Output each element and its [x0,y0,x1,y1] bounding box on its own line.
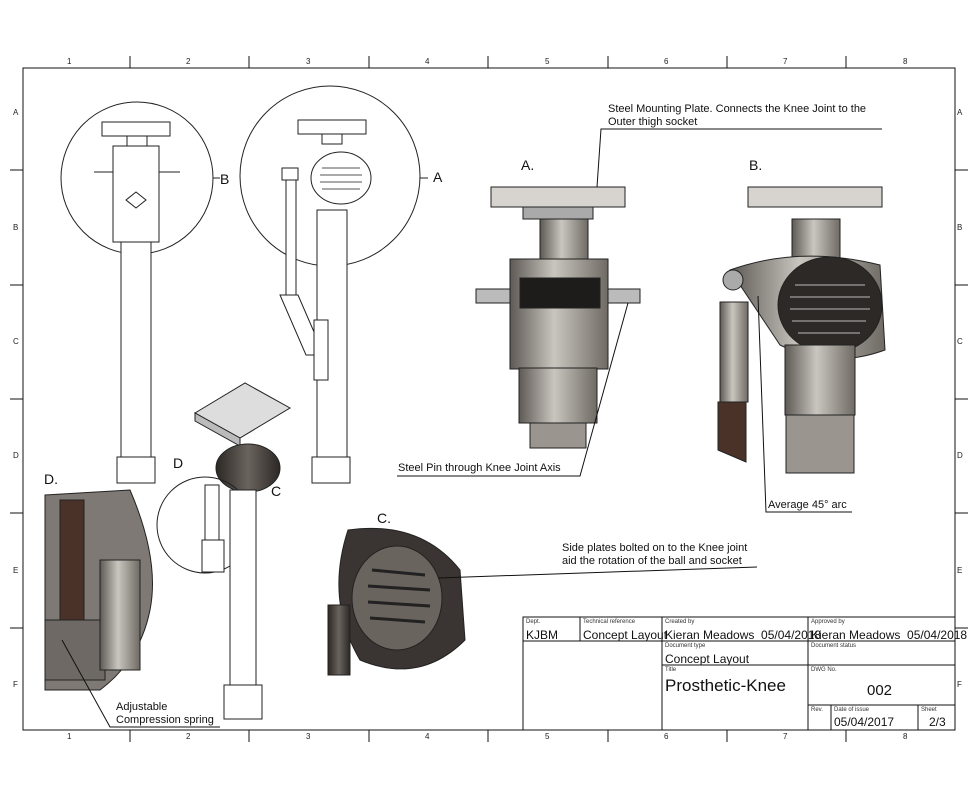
row-label: B [13,223,19,232]
approved-caption: Approved by [811,619,845,625]
column-label: 1 [67,57,72,66]
row-label: E [957,566,963,575]
callout-c: C [271,483,282,499]
column-label: 4 [425,732,430,741]
row-label: B [957,223,963,232]
column-label: 8 [903,57,908,66]
title-value: Prosthetic-Knee [665,676,786,695]
row-label: A [13,108,19,117]
callout-a: A [433,169,443,185]
column-label: 2 [186,57,191,66]
dwg-caption: DWG No. [811,667,837,673]
date-caption: Date of issue [834,707,870,713]
approved-value: Kieran Meadows 05/04/2018 [811,628,968,642]
row-label: C [957,337,963,346]
steel-pin-note: Steel Pin through Knee Joint Axis [398,462,561,474]
leader-lines [61,128,882,728]
created-caption: Created by [665,619,695,625]
side-view [239,85,428,484]
created-value: Kieran Meadows 05/04/2018 [665,628,822,642]
mounting-plate-note-2: Outer thigh socket [608,116,698,128]
sheet-value: 2/3 [929,715,946,729]
side-plates-note: Side plates bolted on to the Knee joint [562,542,748,554]
column-label: 7 [783,732,788,741]
mounting-plate-note: Steel Mounting Plate. Connects the Knee … [608,103,867,115]
detail-b-label: B. [749,157,763,173]
row-label: C [13,337,19,346]
title-block-frame [522,616,956,731]
column-label: 4 [425,57,430,66]
spring-note-2: Compression spring [116,714,214,726]
row-label: A [957,108,963,117]
row-label: E [13,566,19,575]
detail-c-label: C. [377,510,391,526]
techref-value: Concept Layout [583,628,668,642]
rev-caption: Rev. [811,707,823,713]
row-label: D [13,451,19,460]
column-label: 6 [664,57,669,66]
isometric-view [156,382,291,720]
row-label: F [957,680,962,689]
column-label: 5 [545,57,550,66]
column-label: 1 [67,732,72,741]
front-view [60,101,220,484]
column-label: 8 [903,732,908,741]
detail-a-label: A. [521,157,535,173]
spring-note: Adjustable [116,701,168,713]
arc-note: Average 45° arc [768,499,847,511]
detail-c-render [327,527,466,676]
title-caption: Title [665,667,677,673]
callout-d: D [173,455,184,471]
detail-a-render [475,186,641,449]
dept-caption: Dept. [526,619,541,625]
column-label: 5 [545,732,550,741]
docstatus-caption: Document status [811,643,857,649]
callout-b: B [220,171,230,187]
date-value: 05/04/2017 [834,715,895,729]
doctype-caption: Document type [665,643,706,649]
doctype-value: Concept Layout [665,652,750,666]
side-plates-note-2: aid the rotation of the ball and socket [562,555,742,567]
dwg-value: 002 [867,682,893,699]
column-label: 3 [306,57,311,66]
detail-d-label: D. [44,471,58,487]
sheet-caption: Sheet [921,707,937,713]
column-label: 6 [664,732,669,741]
techref-caption: Technical reference [583,619,636,625]
dept-value: KJBM [526,628,559,642]
row-label: D [957,451,963,460]
row-label: F [13,680,18,689]
column-label: 7 [783,57,788,66]
detail-d-render [44,489,153,691]
detail-b-render [717,186,886,474]
column-label: 3 [306,732,311,741]
column-label: 2 [186,732,191,741]
zone-ticks [10,56,968,742]
